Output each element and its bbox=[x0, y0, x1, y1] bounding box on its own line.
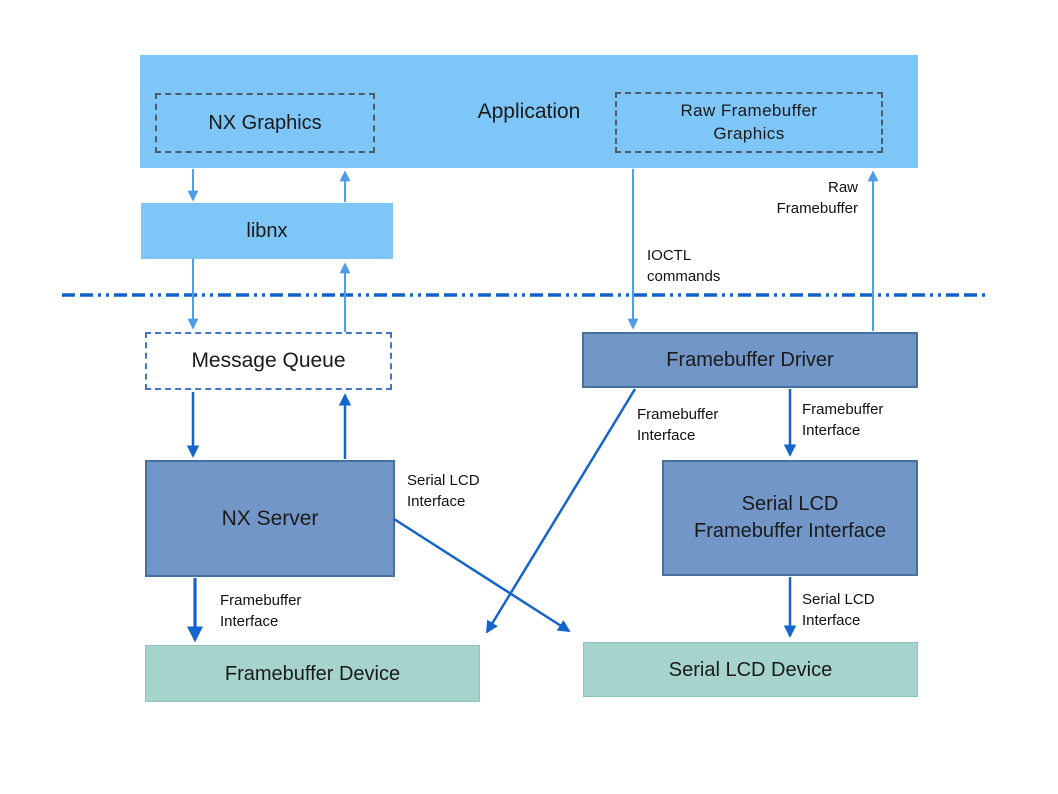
serial-lcd-device-box: Serial LCD Device bbox=[583, 642, 918, 697]
raw-framebuffer-graphics-box: Raw Framebuffer Graphics bbox=[615, 92, 883, 153]
arrow-framebuffer-driver-to-framebuffer-device bbox=[485, 388, 637, 634]
libnx-box: libnx bbox=[141, 203, 393, 259]
application-box: Application bbox=[140, 55, 918, 168]
framebuffer-interface-label-right: Framebuffer Interface bbox=[802, 401, 884, 439]
serial-lcd-interface-label-device: Serial LCD Interface bbox=[802, 591, 875, 629]
framebuffer-interface-label-nx-server: Framebuffer Interface bbox=[220, 592, 302, 630]
nx-graphics-box: NX Graphics bbox=[155, 93, 375, 153]
framebuffer-interface-label-left: Framebuffer Interface bbox=[637, 406, 719, 444]
ioctl-commands-label: IOCTL commands bbox=[647, 247, 721, 285]
framebuffer-driver-box: Framebuffer Driver bbox=[582, 332, 918, 388]
serial-lcd-framebuffer-interface-box: Serial LCD Framebuffer Interface bbox=[662, 460, 918, 576]
arrow-nx-server-to-serial-lcd-device bbox=[393, 517, 571, 633]
nx-server-box: NX Server bbox=[145, 460, 395, 577]
raw-framebuffer-label: Raw Framebuffer bbox=[776, 179, 858, 217]
message-queue-box: Message Queue bbox=[145, 332, 392, 390]
serial-lcd-interface-label-nx-server: Serial LCD Interface bbox=[407, 472, 480, 510]
framebuffer-device-box: Framebuffer Device bbox=[145, 645, 480, 702]
